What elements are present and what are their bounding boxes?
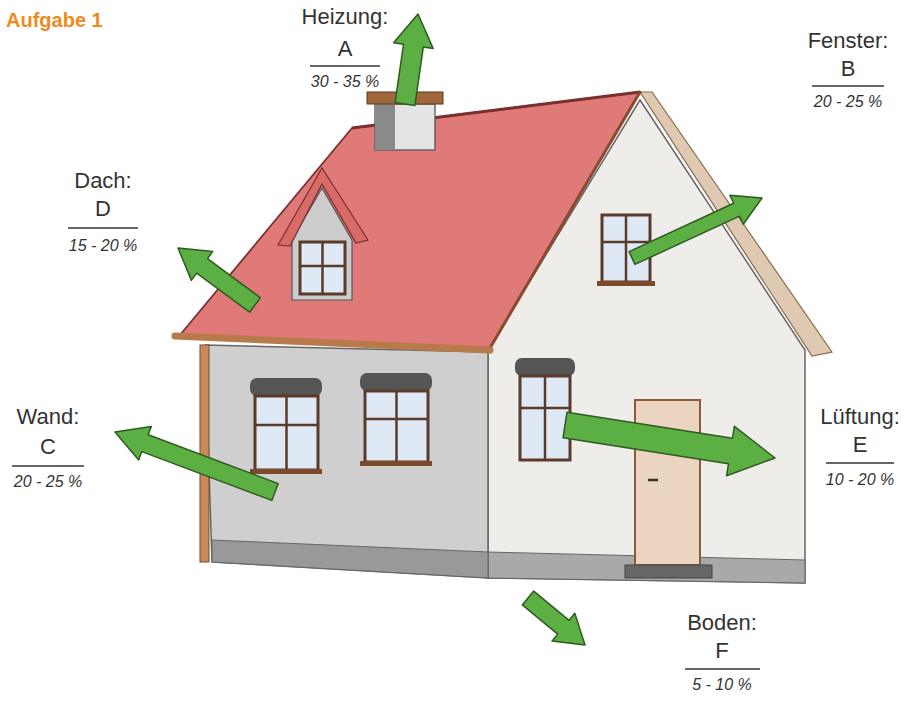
percentage-range: 20 - 25 %	[14, 472, 82, 491]
answer-letter: C	[40, 434, 56, 460]
part-name: Fenster:	[808, 28, 889, 54]
answer-letter: A	[338, 36, 353, 62]
percentage-range: 30 - 35 %	[311, 72, 379, 91]
heat-arrow	[563, 412, 775, 476]
percentage-range: 10 - 20 %	[826, 470, 894, 489]
percentage-range: 20 - 25 %	[814, 92, 882, 111]
percentage-range: 5 - 10 %	[692, 675, 752, 694]
answer-letter: F	[715, 638, 728, 664]
part-name: Wand:	[17, 404, 80, 430]
part-name: Dach:	[74, 168, 131, 194]
heat-arrow	[178, 248, 260, 312]
heat-arrow	[522, 591, 585, 645]
part-name: Heizung:	[302, 4, 389, 30]
task-title: Aufgabe 1	[6, 8, 103, 32]
part-name: Boden:	[687, 610, 757, 636]
answer-letter: D	[95, 196, 111, 222]
heat-arrow	[629, 195, 762, 264]
percentage-range: 15 - 20 %	[69, 236, 137, 255]
heat-arrow	[394, 14, 434, 105]
answer-letter: B	[841, 56, 856, 82]
part-name: Lüftung:	[820, 404, 900, 430]
answer-letter: E	[853, 432, 868, 458]
heat-arrow	[115, 426, 278, 500]
